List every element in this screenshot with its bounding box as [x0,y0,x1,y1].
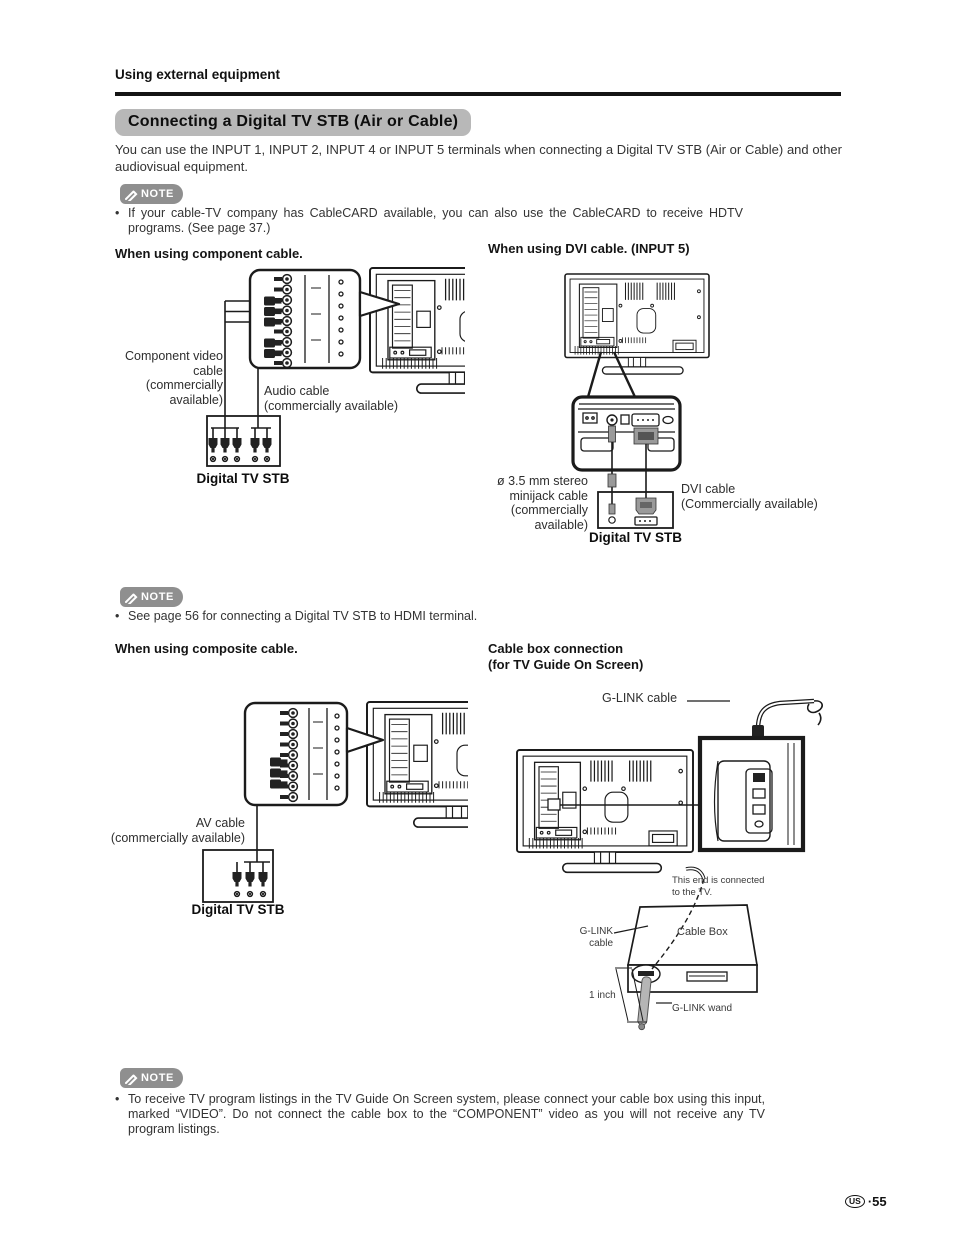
label-minijack-cable: ø 3.5 mm stereo minijack cable (commerci… [497,474,588,532]
page-footer: US ·55 [845,1194,887,1209]
label-glink-cable-small: G-LINK cable [579,926,613,949]
tv-back-icon [369,267,465,395]
note-hdmi: • See page 56 for connecting a Digital T… [115,609,735,624]
label-composite-stb: Digital TV STB [191,902,285,917]
note-badge-label: NOTE [141,188,174,200]
label-av-cable: AV cable (commercially available) [110,816,245,845]
note-badge: NOTE [120,587,183,607]
label-glink-wand: G-LINK wand [672,1003,733,1014]
label-glink-cable: G-LINK cable [602,691,678,705]
note-hdmi-text: See page 56 for connecting a Digital TV … [128,609,478,623]
tv-back-icon [366,701,468,829]
cable-box-diagram [516,698,823,1031]
section-header: Using external equipment [115,67,281,82]
heading-dvi: When using DVI cable. (INPUT 5) [488,241,690,256]
note-cablecard-text: If your cable-TV company has CableCARD a… [128,206,743,235]
note-tv-guide: • To receive TV program listings in the … [115,1092,765,1137]
note-badge-label: NOTE [141,591,174,603]
bullet-marker: • [115,206,120,220]
dvi-diagram [564,273,710,529]
header-rule [115,92,841,96]
label-component-cable: Component video cable (commercially avai… [125,349,223,407]
intro-paragraph: You can use the INPUT 1, INPUT 2, INPUT … [115,142,842,174]
label-one-inch: 1 inch [589,990,616,1001]
note-tv-guide-text: To receive TV program listings in the TV… [128,1092,765,1136]
page-number: ·55 [867,1194,887,1209]
label-dvi-stb: Digital TV STB [588,530,682,545]
note-badge: NOTE [120,184,183,204]
heading-composite: When using composite cable. [115,641,298,656]
bullet-marker: • [115,609,120,623]
pencil-icon [125,1074,138,1085]
note-badge-label: NOTE [141,1072,174,1084]
tv-back-icon [516,749,694,874]
composite-diagram [202,701,468,903]
region-badge: US [845,1195,865,1208]
label-component-stb: Digital TV STB [196,471,290,486]
note-badge: NOTE [120,1068,183,1088]
label-tv-end: This end is connected to the TV. [672,875,765,898]
heading-component: When using component cable. [115,246,303,261]
label-audio-cable: Audio cable (commercially available) [264,384,399,413]
heading-cable-box: Cable box connection (for TV Guide On Sc… [488,641,644,672]
label-cable-box: Cable Box [677,926,728,938]
pencil-icon [125,190,138,201]
page-title-pill: Connecting a Digital TV STB (Air or Cabl… [115,109,472,136]
tv-back-icon [564,273,710,375]
note-cablecard: • If your cable-TV company has CableCARD… [115,206,743,236]
page-title: Connecting a Digital TV STB (Air or Cabl… [115,109,472,136]
label-dvi-cable: DVI cable (Commercially available) [681,482,818,511]
pencil-icon [125,593,138,604]
component-diagram [206,267,465,467]
bullet-marker: • [115,1092,120,1106]
